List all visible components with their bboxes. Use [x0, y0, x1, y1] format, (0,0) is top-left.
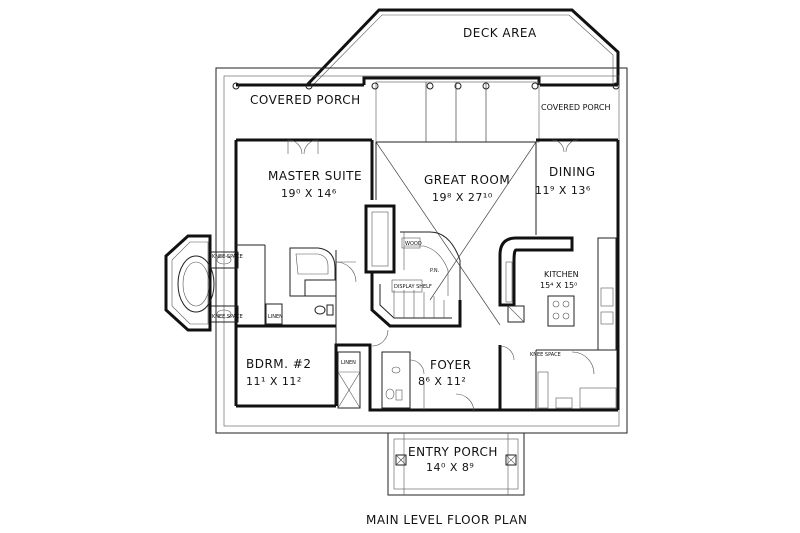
master-suite-label: MASTER SUITE [268, 169, 362, 183]
knee-space-bottom-label: KNEE SPACE [212, 314, 243, 320]
linen-label: LINEN [268, 314, 283, 320]
entry-porch-dimensions: 14⁰ X 8⁹ [426, 461, 474, 474]
plan-title: MAIN LEVEL FLOOR PLAN [366, 513, 528, 527]
master-suite-walls [209, 139, 374, 328]
deck-outline [305, 8, 620, 87]
kitchen-label: KITCHEN [544, 270, 579, 279]
knee-space-kitchen-label: KNEE SPACE [530, 352, 561, 358]
dining-dimensions: 11⁹ X 13⁶ [535, 184, 591, 197]
bedroom2-walls [335, 326, 475, 413]
great-room-label: GREAT ROOM [424, 173, 510, 187]
tub-bay [164, 234, 215, 332]
entry-porch-label: ENTRY PORCH [408, 445, 498, 459]
pantry-label: P.N. [430, 268, 440, 274]
kitchen-dimensions: 15⁴ X 15⁰ [540, 281, 577, 290]
dining-label: DINING [549, 165, 596, 179]
foyer-label: FOYER [430, 358, 471, 372]
knee-space-top-label: KNEE SPACE [212, 254, 243, 260]
bedroom2-dimensions: 11¹ X 11² [246, 375, 302, 388]
covered-porch-right-label: COVERED PORCH [541, 103, 610, 112]
master-suite-dimensions: 19⁰ X 14⁶ [281, 187, 337, 200]
entry-porch-outline [387, 432, 525, 496]
display-shelf-label: DISPLAY SHELF [394, 284, 432, 290]
wood-label: WOOD [405, 241, 422, 247]
great-room-dimensions: 19⁸ X 27¹⁰ [432, 191, 493, 204]
linen2-label: LINEN [341, 360, 356, 366]
covered-porch-left-label: COVERED PORCH [250, 93, 361, 107]
stair-fireplace [364, 204, 462, 328]
bedroom2-label: BDRM. #2 [246, 357, 311, 371]
kitchen-walls [498, 139, 618, 410]
deck-area-label: DECK AREA [463, 26, 537, 40]
foyer-dimensions: 8⁶ X 11² [418, 375, 466, 388]
exterior-walls [215, 67, 628, 434]
